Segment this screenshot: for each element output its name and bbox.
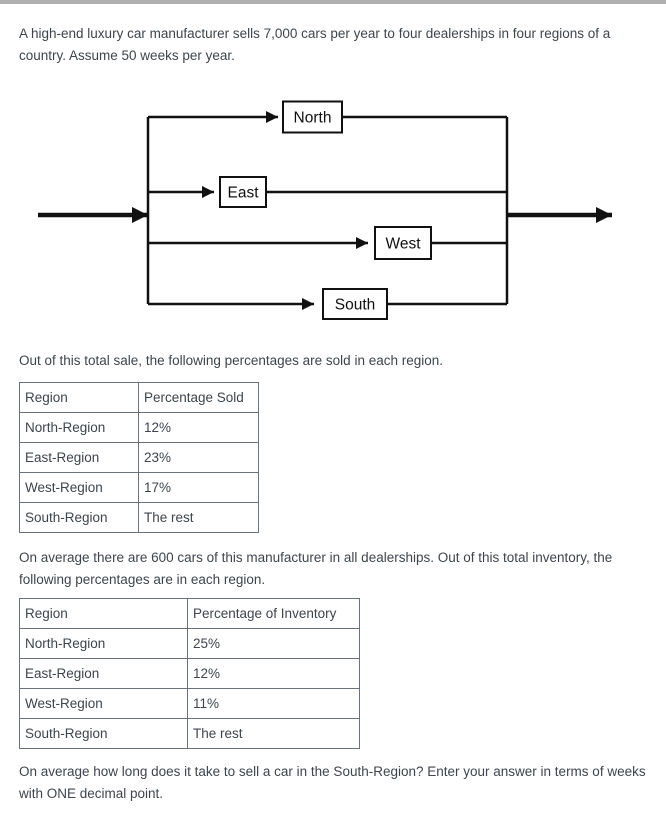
table-cell: 25% (187, 628, 360, 659)
inventory-table: Region Percentage of Inventory North-Reg… (19, 598, 360, 749)
sales-lead-paragraph: Out of this total sale, the following pe… (19, 353, 444, 368)
table-header-row: Region Percentage of Inventory (19, 598, 360, 629)
east-label: East (227, 185, 259, 202)
table-cell: 17% (138, 472, 259, 503)
table-cell: 12% (138, 412, 259, 443)
sales-table: Region Percentage Sold North-Region 12% … (19, 382, 259, 533)
table-row: North-Region 25% (19, 628, 360, 659)
flow-diagram: North East West South (38, 100, 612, 320)
north-box (282, 100, 343, 134)
table-cell: East-Region (19, 442, 139, 473)
column-header: Region (19, 382, 139, 413)
north-label: North (294, 110, 332, 127)
east-box (219, 176, 267, 208)
diagram-node-north: North (282, 100, 343, 134)
diagram-node-south: South (322, 288, 388, 320)
table-cell: The rest (138, 502, 259, 533)
south-label: South (335, 297, 376, 314)
table-header-row: Region Percentage Sold (19, 382, 259, 413)
table-cell: West-Region (19, 472, 139, 503)
question-paragraph: On average how long does it take to sell… (19, 764, 646, 801)
table-cell: 23% (138, 442, 259, 473)
table-row: East-Region 23% (19, 442, 259, 473)
column-header: Region (19, 598, 188, 629)
table-cell: The rest (187, 718, 360, 749)
top-divider (0, 0, 666, 4)
table-row: West-Region 11% (19, 688, 360, 719)
table-cell: 11% (187, 688, 360, 719)
diagram-node-east: East (219, 176, 267, 208)
intro-paragraph: A high-end luxury car manufacturer sells… (19, 26, 611, 63)
west-box (374, 226, 432, 260)
inventory-lead-paragraph: On average there are 600 cars of this ma… (19, 550, 613, 587)
table-row: East-Region 12% (19, 658, 360, 689)
diagram-node-west: West (374, 226, 432, 260)
table-row: West-Region 17% (19, 472, 259, 503)
table-cell: West-Region (19, 688, 188, 719)
west-label: West (385, 236, 421, 253)
column-header: Percentage of Inventory (187, 598, 360, 629)
south-box (322, 288, 388, 320)
table-cell: North-Region (19, 412, 139, 443)
table-row: South-Region The rest (19, 718, 360, 749)
table-row: South-Region The rest (19, 502, 259, 533)
table-cell: 12% (187, 658, 360, 689)
column-header: Percentage Sold (138, 382, 259, 413)
table-row: North-Region 12% (19, 412, 259, 443)
table-cell: South-Region (19, 502, 139, 533)
table-cell: East-Region (19, 658, 188, 689)
table-cell: South-Region (19, 718, 188, 749)
table-cell: North-Region (19, 628, 188, 659)
